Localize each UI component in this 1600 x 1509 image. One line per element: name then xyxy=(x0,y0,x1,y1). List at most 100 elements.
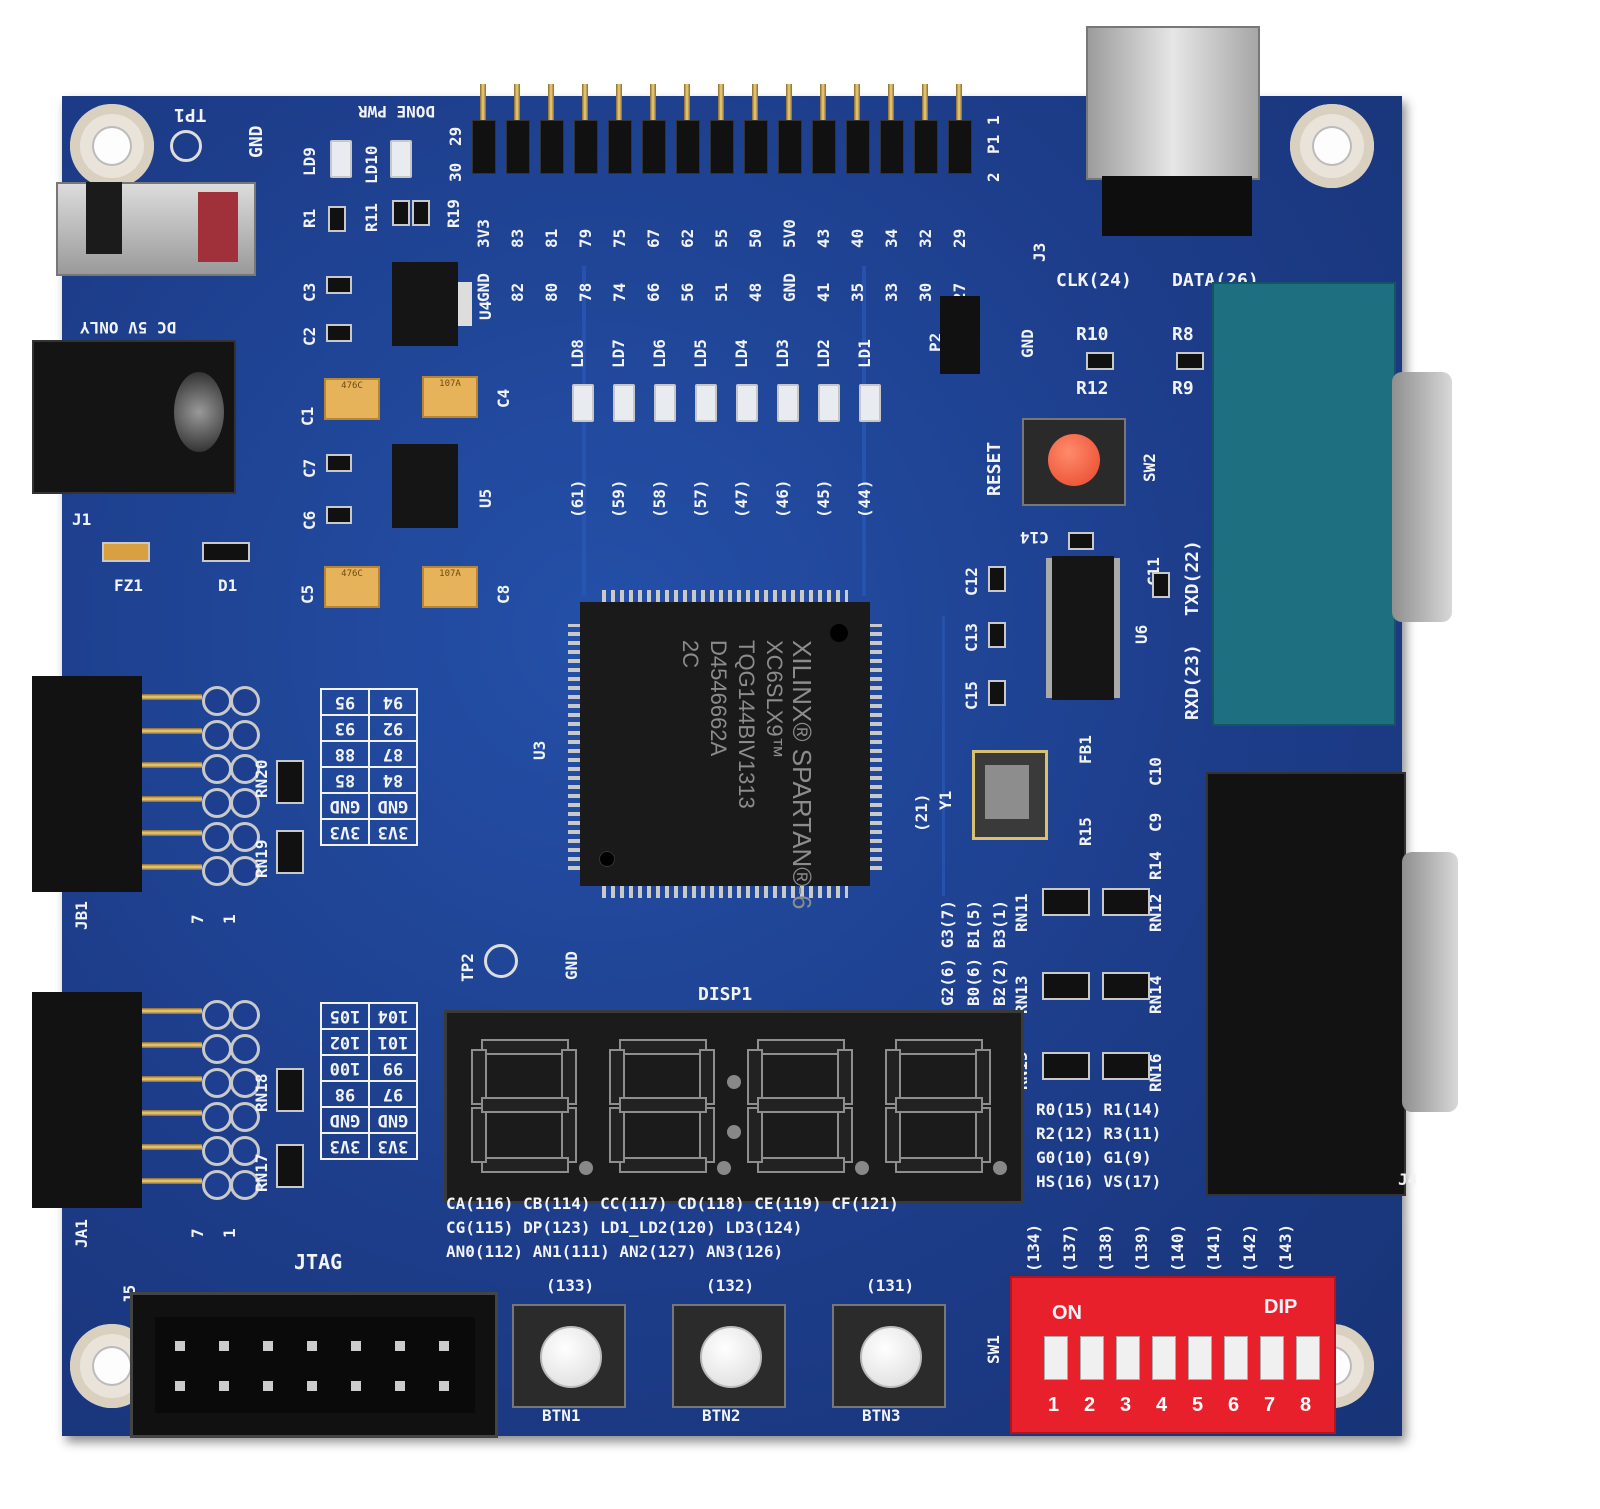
digit-segment xyxy=(481,1157,569,1173)
reset-button-cap[interactable] xyxy=(1048,434,1100,486)
dip-toggle[interactable] xyxy=(1260,1336,1284,1380)
header-pin[interactable] xyxy=(710,84,734,174)
header-pin-base xyxy=(880,120,904,174)
pmod-pin xyxy=(202,686,232,716)
push-button[interactable] xyxy=(512,1304,626,1408)
push-button-cap[interactable] xyxy=(540,1326,602,1388)
pmod-pin-lead xyxy=(142,728,202,734)
button-pin-label: (132) xyxy=(706,1276,755,1295)
rn13-array xyxy=(1042,972,1090,1000)
dip-toggle[interactable] xyxy=(1296,1336,1320,1380)
header-pin-number-lower: 78 xyxy=(576,282,595,302)
digit-segment xyxy=(975,1107,991,1163)
c8-capacitor: 107A xyxy=(422,566,478,608)
digit-segment xyxy=(619,1097,707,1113)
pin-table-cell: 100 xyxy=(321,1055,369,1081)
dip-toggle[interactable] xyxy=(1224,1336,1248,1380)
vga-db15-connector[interactable] xyxy=(1206,772,1458,1196)
u5-label: U5 xyxy=(476,488,495,508)
c6-label: C6 xyxy=(300,510,319,530)
user-led xyxy=(736,384,758,422)
header-pin[interactable] xyxy=(914,84,938,174)
dip-toggle[interactable] xyxy=(1152,1336,1176,1380)
p1-header[interactable] xyxy=(472,84,982,174)
c12-label: C12 xyxy=(962,567,981,596)
serial-db9-connector[interactable] xyxy=(1212,282,1452,726)
header-pin-metal xyxy=(548,84,554,142)
header-pin-metal xyxy=(650,84,656,142)
c11-capacitor xyxy=(1152,572,1170,598)
dip-toggle[interactable] xyxy=(1188,1336,1212,1380)
u5-regulator xyxy=(392,444,458,528)
rxd-label: RXD(23) xyxy=(1182,644,1203,720)
push-button-cap[interactable] xyxy=(700,1326,762,1388)
header-pin[interactable] xyxy=(846,84,870,174)
p1-label: P1 1 xyxy=(984,115,1003,154)
digit-segment xyxy=(619,1157,707,1173)
u3-label: U3 xyxy=(530,740,549,760)
r8-label: R8 xyxy=(1172,324,1194,345)
r8-resistor xyxy=(1176,352,1204,370)
pin-table-cell: 3V3 xyxy=(321,1133,369,1159)
header-pin[interactable] xyxy=(880,84,904,174)
reset-button[interactable] xyxy=(1022,418,1126,506)
header-pin-metal xyxy=(786,84,792,142)
header-pin[interactable] xyxy=(506,84,530,174)
sw2-label: SW2 xyxy=(1140,453,1159,482)
jb1-connector[interactable] xyxy=(32,676,142,892)
dip-toggle[interactable] xyxy=(1116,1336,1140,1380)
ja1-connector[interactable] xyxy=(32,992,142,1208)
header-pin[interactable] xyxy=(812,84,836,174)
header-pin-number-lower: GND xyxy=(474,273,493,302)
digit-segment xyxy=(837,1107,853,1163)
serial-shell xyxy=(1392,372,1452,622)
p2-jumper[interactable] xyxy=(940,296,980,374)
power-switch-knob[interactable] xyxy=(86,182,122,254)
header-pin-metal xyxy=(616,84,622,142)
dip-toggle[interactable] xyxy=(1044,1336,1068,1380)
header-pin[interactable] xyxy=(574,84,598,174)
dip-toggle[interactable] xyxy=(1080,1336,1104,1380)
header-pin-number-lower: 82 xyxy=(508,282,527,302)
pmod-pin xyxy=(202,1000,232,1030)
header-pin[interactable] xyxy=(472,84,496,174)
jtag-connector[interactable] xyxy=(130,1292,498,1438)
header-pin[interactable] xyxy=(676,84,700,174)
power-switch[interactable] xyxy=(56,182,256,276)
led-pin-label: (46) xyxy=(773,479,792,518)
txd-label: TXD(22) xyxy=(1182,540,1203,616)
push-button[interactable] xyxy=(832,1304,946,1408)
header-label-30: 30 xyxy=(446,162,465,182)
digit-segment xyxy=(561,1049,577,1105)
c3-label: C3 xyxy=(300,282,319,302)
pmod-pin xyxy=(230,1102,260,1132)
rn16-array xyxy=(1102,1052,1150,1080)
vga-shell xyxy=(1402,852,1458,1112)
rn20-array xyxy=(276,760,304,804)
header-pin[interactable] xyxy=(744,84,768,174)
push-button[interactable] xyxy=(672,1304,786,1408)
fpga-grade: 2C xyxy=(678,640,703,669)
header-pin[interactable] xyxy=(608,84,632,174)
pmod-pin xyxy=(202,1102,232,1132)
header-pin-number-upper: 3V3 xyxy=(474,219,493,248)
push-button-cap[interactable] xyxy=(860,1326,922,1388)
header-pin[interactable] xyxy=(540,84,564,174)
header-pin-metal xyxy=(752,84,758,142)
header-pin[interactable] xyxy=(642,84,666,174)
dc-jack[interactable] xyxy=(32,340,236,494)
ja1-pin7-label: 7 xyxy=(188,1228,207,1238)
header-pin-metal xyxy=(922,84,928,142)
c14-capacitor xyxy=(1068,532,1094,550)
pin-table-cell: 104 xyxy=(369,1003,417,1029)
header-pin[interactable] xyxy=(948,84,972,174)
ps2-connector-j3[interactable] xyxy=(1062,26,1292,266)
digit-segment xyxy=(481,1097,569,1113)
header-pin-number-lower: 74 xyxy=(610,282,629,302)
header-pin[interactable] xyxy=(778,84,802,174)
j3-body xyxy=(1102,176,1252,236)
decimal-point xyxy=(993,1161,1007,1175)
